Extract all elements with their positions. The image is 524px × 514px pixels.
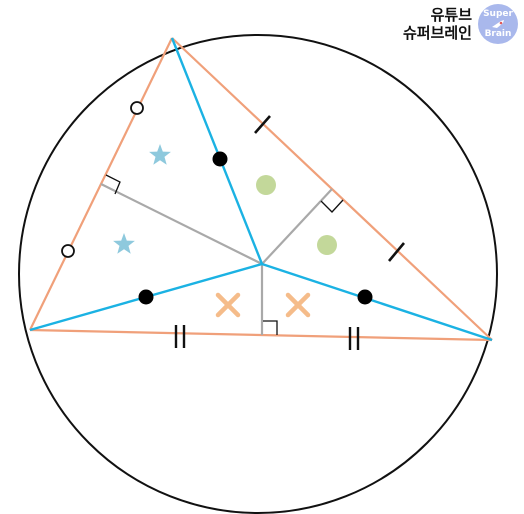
double-tick-mark-icon [174,325,360,350]
tick-mark-icon [254,115,271,134]
cross-icon [285,292,311,318]
black-dot-icon [212,151,228,167]
circumscribed-circle [18,34,498,514]
perpendicular-to-left-side [100,183,263,265]
green-dot-icon [317,235,337,255]
perpendicular-lines [100,183,333,335]
circle-mark-icon [130,101,144,115]
right-angle-icon [105,174,121,195]
channel-name-line2: 슈퍼브레인 [402,24,472,42]
cross-icon [215,292,241,318]
logo-word-brain: Brain [484,29,512,39]
star-icon [113,233,135,254]
tick-mark-icon [388,242,405,262]
channel-brand: 유튜브 슈퍼브레인 Super Brain [403,4,518,44]
channel-name: 유튜브 슈퍼브레인 [403,6,472,42]
super-brain-logo: Super Brain [478,4,518,44]
segment-to-top-vertex [170,37,264,265]
black-dot-icon [138,289,154,305]
logo-word-super: Super [483,9,513,19]
green-dot-icon [256,175,276,195]
star-icon [149,144,171,165]
right-angle-icon [263,320,278,335]
channel-name-line1: 유튜브 [430,6,472,24]
segment-to-right-vertex [261,262,493,342]
circle-mark-icon [61,244,75,258]
black-dot-icon [357,289,373,305]
right-angle-icon [320,199,344,213]
perpendicular-to-right-side [261,188,333,265]
rocket-icon [492,20,504,28]
